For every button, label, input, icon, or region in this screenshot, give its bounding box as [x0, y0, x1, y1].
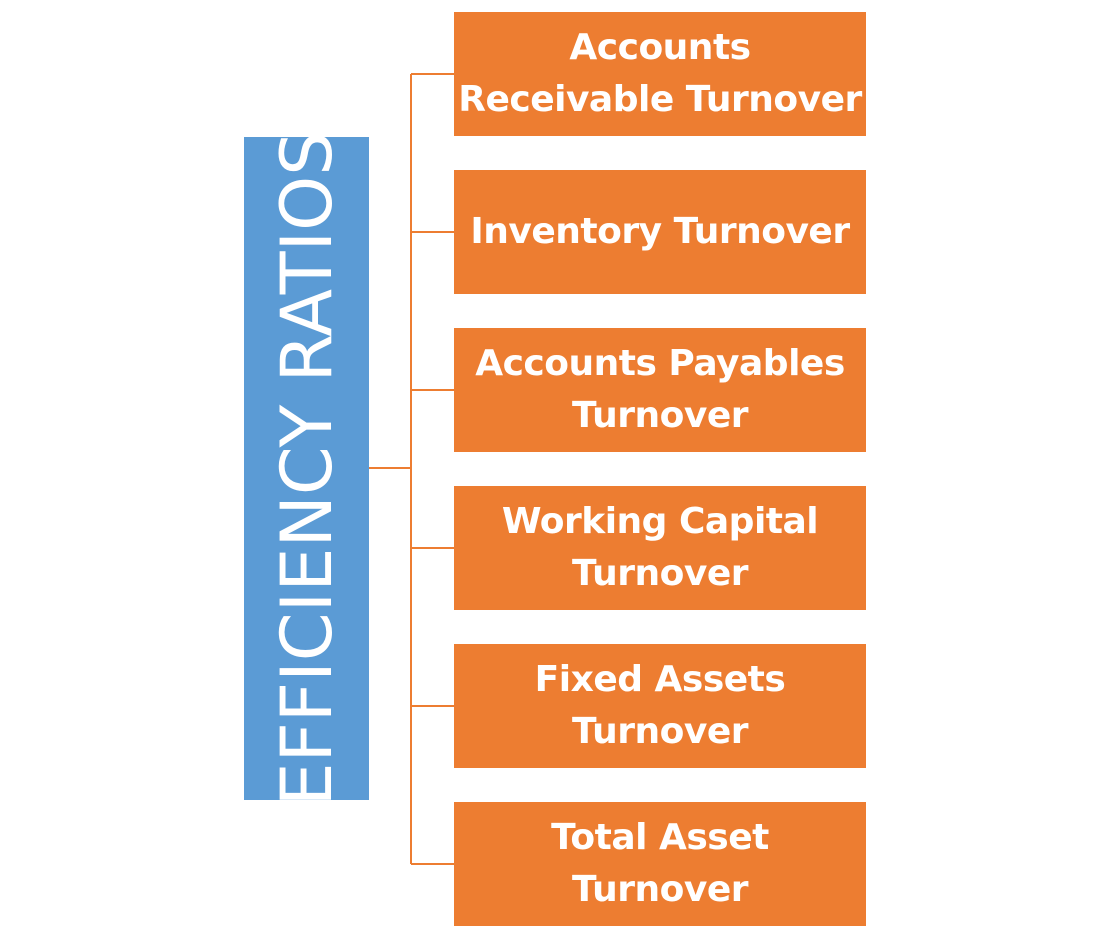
child-label: Inventory Turnover — [470, 211, 850, 252]
child-node-accounts-receivable-turnover: Accounts Receivable Turnover — [454, 12, 866, 136]
root-node: EFFICIENCY RATIOS — [244, 131, 369, 806]
root-label: EFFICIENCY RATIOS — [265, 130, 348, 807]
child-label: Accounts Receivable Turnover — [458, 27, 862, 120]
child-node-working-capital-turnover: Working Capital Turnover — [454, 486, 866, 610]
child-node-total-asset-turnover: Total Asset Turnover — [454, 802, 866, 926]
child-label: Accounts Payables Turnover — [475, 343, 845, 436]
child-node-inventory-turnover: Inventory Turnover — [454, 170, 866, 294]
child-label: Total Asset Turnover — [551, 817, 769, 910]
child-label: Fixed Assets Turnover — [534, 659, 786, 752]
child-node-fixed-assets-turnover: Fixed Assets Turnover — [454, 644, 866, 768]
child-node-accounts-payables-turnover: Accounts Payables Turnover — [454, 328, 866, 452]
child-label: Working Capital Turnover — [501, 501, 819, 594]
